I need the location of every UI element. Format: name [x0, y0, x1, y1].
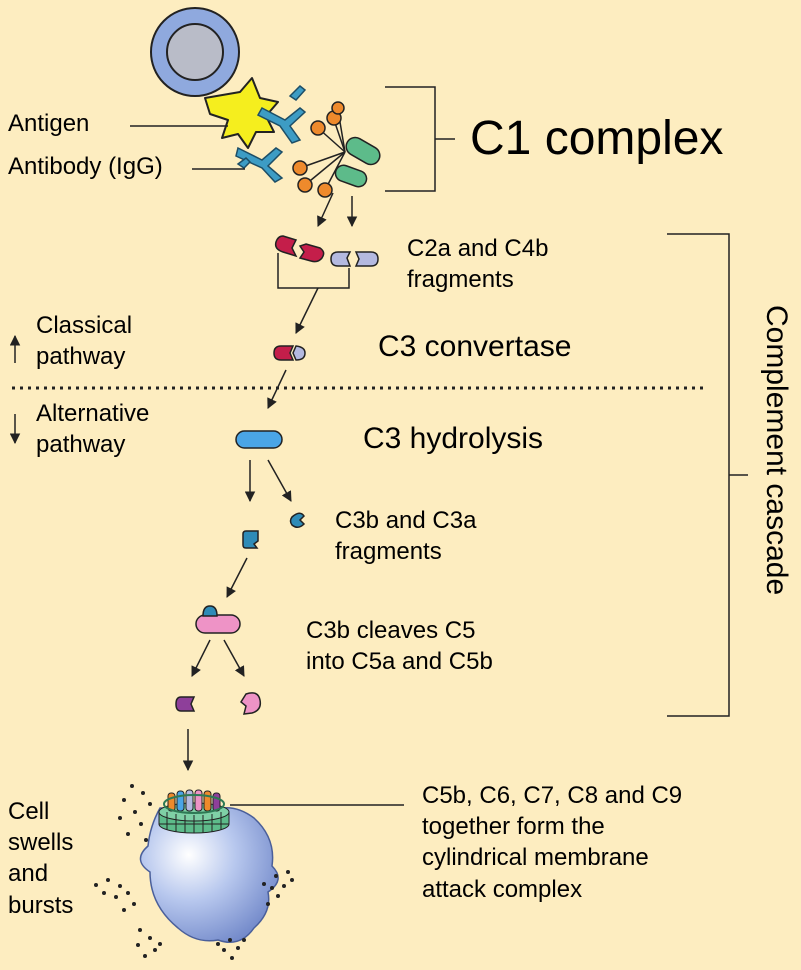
bursting-cell: [139, 806, 279, 943]
c3-molecule: [235, 430, 283, 449]
c1-complex-shape: [292, 101, 381, 198]
antibody-label: Antibody (IgG): [8, 153, 163, 180]
arrow-to-c5b: [191, 639, 211, 677]
c5b-fragment: [175, 696, 196, 712]
cascade-bracket: [667, 233, 730, 717]
classical-pathway-label: Classical pathway: [36, 312, 133, 371]
top-cell: [150, 7, 240, 97]
cell-contents-dots: [94, 784, 294, 960]
mac-label: C5b, C6, C7, C8 and C9 together form the…: [422, 782, 683, 903]
c3b-c5-complex: [195, 605, 241, 634]
c1-complex-label: C1 complex: [470, 112, 724, 165]
cell-swells-label: Cell swells and bursts: [8, 798, 74, 919]
fragment-join: [277, 253, 350, 289]
arrow-c1-c2: [317, 192, 334, 227]
antibody-shapes: [235, 84, 307, 183]
arrow-to-c3: [267, 369, 287, 409]
arrow-c3b-c5: [226, 557, 248, 598]
arrow-to-convertase: [295, 287, 319, 334]
c5a-fragment: [240, 692, 262, 715]
arrow-to-c5a: [223, 639, 245, 677]
complement-cascade-label: Complement cascade: [760, 305, 793, 596]
c2-fragment: [274, 235, 325, 263]
c3b-c3a-label: C3b and C3a fragments: [335, 507, 477, 566]
c1-bracket: [385, 86, 436, 192]
alternative-pathway-label: Alternative pathway: [36, 400, 150, 459]
c3b-fragment: [242, 530, 259, 549]
c2a-c4b-label: C2a and C4b fragments: [407, 235, 549, 294]
c3-convertase-shape: [273, 345, 306, 361]
c4-fragment: [330, 251, 379, 267]
arrow-c3-c3a: [267, 459, 292, 502]
c3a-fragment: [289, 512, 306, 528]
mac-pore: [158, 789, 230, 834]
c3b-cleaves-label: C3b cleaves C5 into C5a and C5b: [306, 617, 493, 676]
c3-convertase-label: C3 convertase: [378, 330, 572, 363]
antigen-label: Antigen: [8, 110, 90, 137]
c3-hydrolysis-label: C3 hydrolysis: [363, 422, 544, 455]
antigen-shape: [204, 77, 279, 149]
